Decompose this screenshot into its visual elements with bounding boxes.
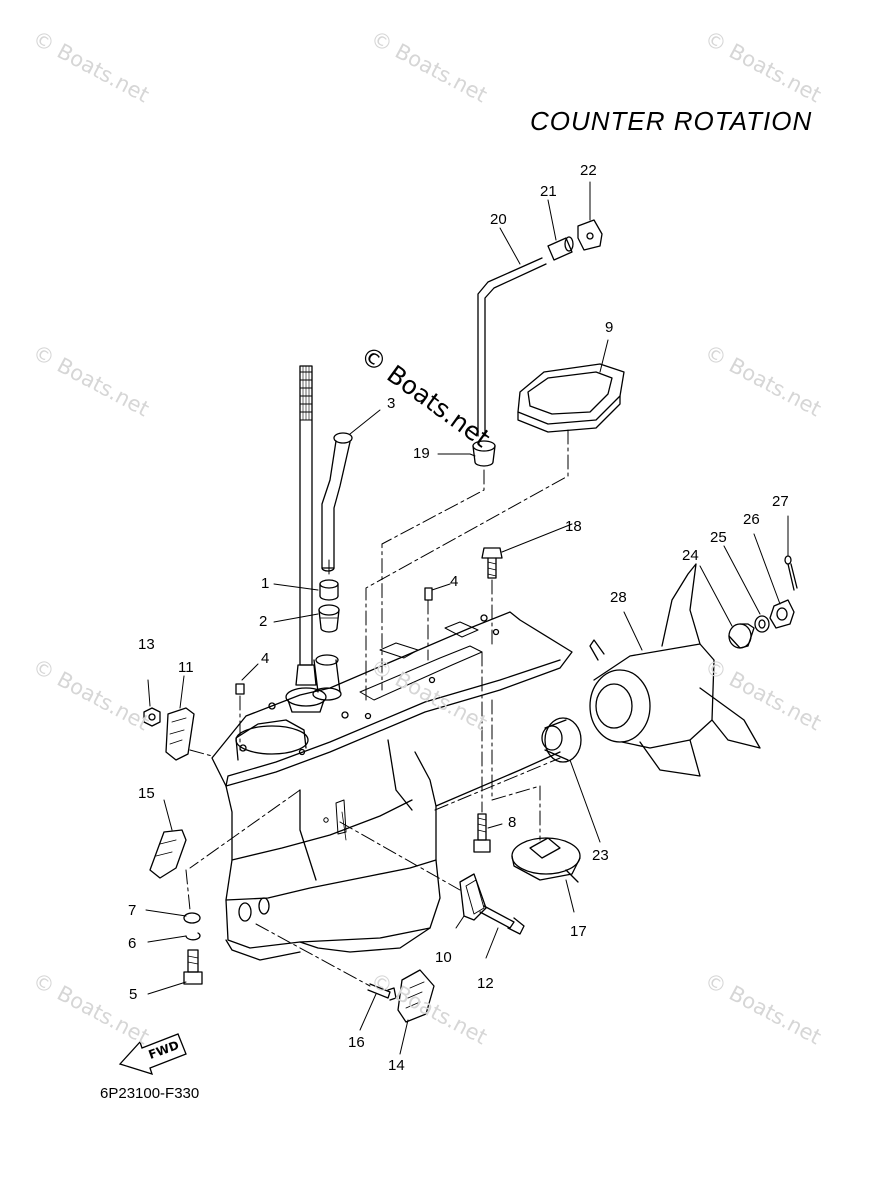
callout-26[interactable]: 26: [743, 511, 760, 528]
part-1-collar: [319, 579, 339, 601]
callout-6[interactable]: 6: [128, 935, 137, 952]
part-25-washer: [754, 615, 770, 633]
callout-25[interactable]: 25: [710, 529, 727, 546]
part-20-pipe: [477, 257, 547, 437]
leader-lines: [145, 181, 789, 1055]
callout-21[interactable]: 21: [540, 183, 557, 200]
diagram-title: COUNTER ROTATION: [530, 106, 813, 136]
part-22-clip: [577, 219, 603, 251]
lower-case-housing: [211, 611, 573, 961]
callout-12[interactable]: 12: [477, 975, 494, 992]
part-3-water-tube: [321, 432, 353, 572]
assembly-lines: [185, 429, 569, 987]
callout-4[interactable]: 4: [450, 573, 459, 590]
callout-5[interactable]: 5: [129, 986, 138, 1003]
callout-7[interactable]: 7: [128, 902, 137, 919]
callout-11[interactable]: 11: [178, 659, 194, 676]
callout-28[interactable]: 28: [610, 589, 627, 606]
part-17-anode: [511, 837, 581, 883]
callout-23[interactable]: 23: [592, 847, 609, 864]
prop-shaft-area: [435, 751, 561, 807]
diagram-code: 6P23100-F330: [100, 1085, 200, 1102]
part-24-washer: [728, 623, 755, 649]
part-27-cotter-pin: [784, 555, 798, 591]
callout-24[interactable]: 24: [682, 547, 699, 564]
drive-shaft: [285, 365, 342, 713]
part-26-nut: [769, 599, 795, 629]
callout-2[interactable]: 2: [259, 613, 268, 630]
part-16-screw: [367, 983, 397, 1001]
callout-3[interactable]: 3: [387, 395, 396, 412]
part-6-spring-washer: [185, 932, 201, 941]
part-28-propeller: [589, 563, 761, 777]
part-21-grommet: [547, 236, 574, 261]
callout-9[interactable]: 9: [605, 319, 614, 336]
callout-20[interactable]: 20: [490, 211, 507, 228]
part-11-bracket: [165, 707, 195, 761]
callout-16[interactable]: 16: [348, 1034, 365, 1051]
callout-4[interactable]: 4: [261, 650, 270, 667]
callout-15[interactable]: 15: [138, 785, 155, 802]
fwd-arrow-icon: [118, 1033, 187, 1075]
callout-27[interactable]: 27: [772, 493, 789, 510]
part-5-bolt: [183, 949, 203, 985]
callout-18[interactable]: 18: [565, 518, 582, 535]
callout-8[interactable]: 8: [508, 814, 517, 831]
callout-10[interactable]: 10: [435, 949, 452, 966]
part-19-fitting: [469, 440, 496, 467]
callout-1[interactable]: 1: [261, 575, 270, 592]
part-13-nut: [143, 707, 161, 727]
part-14-anode: [397, 969, 435, 1023]
part-4-dowel-pin: [235, 587, 433, 695]
part-15-anode: [149, 829, 187, 879]
callout-19[interactable]: 19: [413, 445, 430, 462]
part-9-gasket: [517, 363, 625, 433]
callout-17[interactable]: 17: [570, 923, 587, 940]
part-2-grommet: [318, 604, 340, 633]
callout-22[interactable]: 22: [580, 162, 597, 179]
part-12-screw: [479, 905, 525, 935]
part-18-bolt: [481, 547, 503, 579]
callout-13[interactable]: 13: [138, 636, 155, 653]
part-8-bolt: [473, 813, 491, 853]
part-10-grommet: [459, 873, 487, 921]
part-23-seal: [541, 717, 582, 763]
callout-14[interactable]: 14: [388, 1057, 405, 1074]
part-7-washer: [183, 912, 201, 924]
